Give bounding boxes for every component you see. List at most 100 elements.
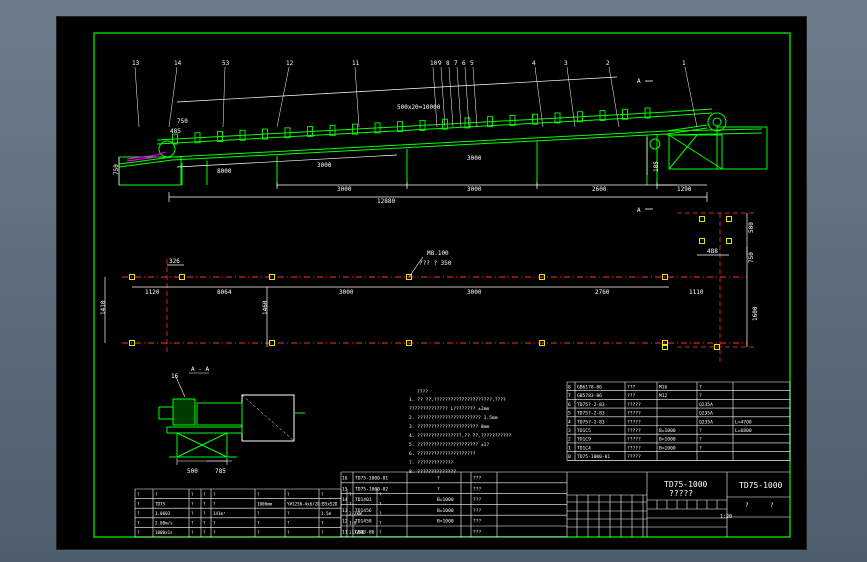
- table-cell: 2.08m/s: [155, 521, 173, 526]
- table-cell: 7: [568, 393, 571, 399]
- table-cell: TD75-1000-01: [355, 476, 388, 482]
- elevation-dim-text: 12880 3000 3000 2600 1290 8000 3000 3000…: [113, 78, 692, 214]
- table-cell: GB6178-86: [577, 385, 602, 391]
- idler: [509, 114, 516, 126]
- table-cell: 3: [568, 428, 571, 434]
- table-cell: ?: [699, 393, 702, 399]
- title-scale: 1:20: [720, 514, 732, 520]
- table-cell: ???: [627, 385, 636, 391]
- table-cell: 2: [568, 437, 571, 443]
- notes-heading: ????: [417, 389, 428, 395]
- table-cell: ?: [191, 511, 194, 516]
- plan-width-left: 1410: [100, 300, 107, 315]
- table-cell: TD75?-2-83: [577, 402, 605, 408]
- table-cell: GB5783-86: [577, 393, 602, 399]
- plan-dim: 8064: [217, 289, 232, 296]
- balloon-leader: [222, 66, 226, 128]
- table-cell: GB93-86: [355, 530, 375, 536]
- table-cell: ?: [137, 501, 140, 506]
- section-title: A - A: [191, 366, 209, 373]
- title-code: TD75-1000: [664, 480, 708, 489]
- balloon-label: 6: [462, 60, 466, 67]
- title-block: TD75-1000 ????? TD75-1000 ? ? 1:20: [664, 480, 783, 520]
- balloon-label: 14: [174, 60, 182, 67]
- feed-chute: [126, 151, 166, 162]
- table-cell: ?????: [627, 428, 641, 434]
- table-cell: 2.2kW: [349, 511, 362, 516]
- balloon-label: 1: [682, 60, 686, 67]
- anchor-bolt: [662, 344, 668, 350]
- table-cell: ?: [321, 501, 324, 506]
- drawing-canvas[interactable]: 12880 3000 3000 2600 1290 8000 3000 3000…: [57, 17, 806, 549]
- table-cell: TD1C9: [577, 437, 591, 443]
- idler: [307, 126, 313, 138]
- idler: [374, 122, 381, 134]
- table-cell: ?: [213, 492, 216, 497]
- table-cell: ?: [699, 445, 702, 451]
- table-cell: ?: [321, 530, 324, 535]
- anchor-bolt: [269, 274, 275, 280]
- plan-rt-c: 750: [748, 252, 755, 263]
- table-cell: ?: [349, 501, 352, 506]
- table-cell: ?: [137, 530, 140, 535]
- dim-tail-len: 1290: [677, 186, 692, 193]
- table-cell: ?: [203, 511, 206, 516]
- balloon-leader: [354, 66, 360, 128]
- dim-incline-a: 8000: [217, 168, 232, 175]
- table-cell: ?: [257, 492, 260, 497]
- table-cell: TD1C5: [577, 428, 591, 434]
- balloon-leader: [472, 66, 478, 128]
- dim-span-b: 3000: [467, 186, 482, 193]
- anchor-bolt: [539, 340, 545, 346]
- title-code-right: TD75-1000: [739, 481, 783, 490]
- table-cell: ?????: [627, 411, 641, 417]
- table-cell: 1:8: [349, 521, 357, 526]
- dim-small-b: 485: [170, 128, 181, 135]
- plan-width-mid: 1460: [262, 300, 269, 315]
- balloon-label: 11: [352, 60, 360, 67]
- idler: [622, 108, 628, 120]
- balloon-label: 12: [286, 60, 294, 67]
- table-cell: Y#1250-4x6/20:35x52D: [287, 501, 338, 506]
- anchor-bolt: [539, 274, 545, 280]
- table-cell: ?: [287, 511, 290, 516]
- table-cell: L=6800: [735, 428, 752, 434]
- balloon-label: 5: [470, 60, 474, 67]
- table-cell: TD1458: [355, 519, 372, 525]
- balloon-leader: [276, 66, 290, 128]
- table-cell: 1000x1s: [155, 530, 173, 535]
- balloon-leader: [566, 66, 576, 128]
- drawing-sheet: 12880 3000 3000 2600 1290 8000 3000 3000…: [56, 16, 807, 550]
- table-cell: 13: [342, 508, 348, 514]
- table-cell: ?: [321, 521, 324, 526]
- anchor-note-leader: [408, 256, 424, 278]
- title-mark-1: ?: [745, 502, 749, 509]
- table-cell: 14: [342, 497, 348, 503]
- balloon-leader: [134, 66, 140, 128]
- table-cell: ???: [473, 486, 482, 492]
- dim-small-c: 750: [113, 164, 120, 175]
- note-line: ?????????????? L???????? ±2mm: [409, 406, 489, 412]
- section-balloon: 16: [171, 373, 179, 380]
- table-cell: ?: [321, 492, 324, 497]
- idler: [464, 117, 471, 129]
- anchor-bolt: [269, 340, 275, 346]
- table-cell: 141m³: [213, 511, 226, 516]
- table-cell: 5: [568, 411, 571, 417]
- anchor-bolt: [406, 340, 412, 346]
- table-cell: 1: [568, 445, 571, 451]
- dim-small-a: 750: [177, 118, 188, 125]
- table-cell: TD75?-2-83: [577, 419, 605, 425]
- table-cell: Q235A: [699, 402, 713, 408]
- idler: [644, 107, 651, 119]
- idler: [194, 132, 201, 144]
- table-cell: Q235A: [699, 419, 713, 425]
- table-cell: L=4700: [735, 419, 752, 425]
- section-mark-bottom: A: [637, 207, 641, 214]
- balloon-label: 9: [438, 60, 442, 67]
- section-dim-b: 785: [215, 468, 226, 475]
- dim-pitch-note: 500x20=10000: [397, 104, 441, 111]
- table-cell: TD1401: [355, 497, 372, 503]
